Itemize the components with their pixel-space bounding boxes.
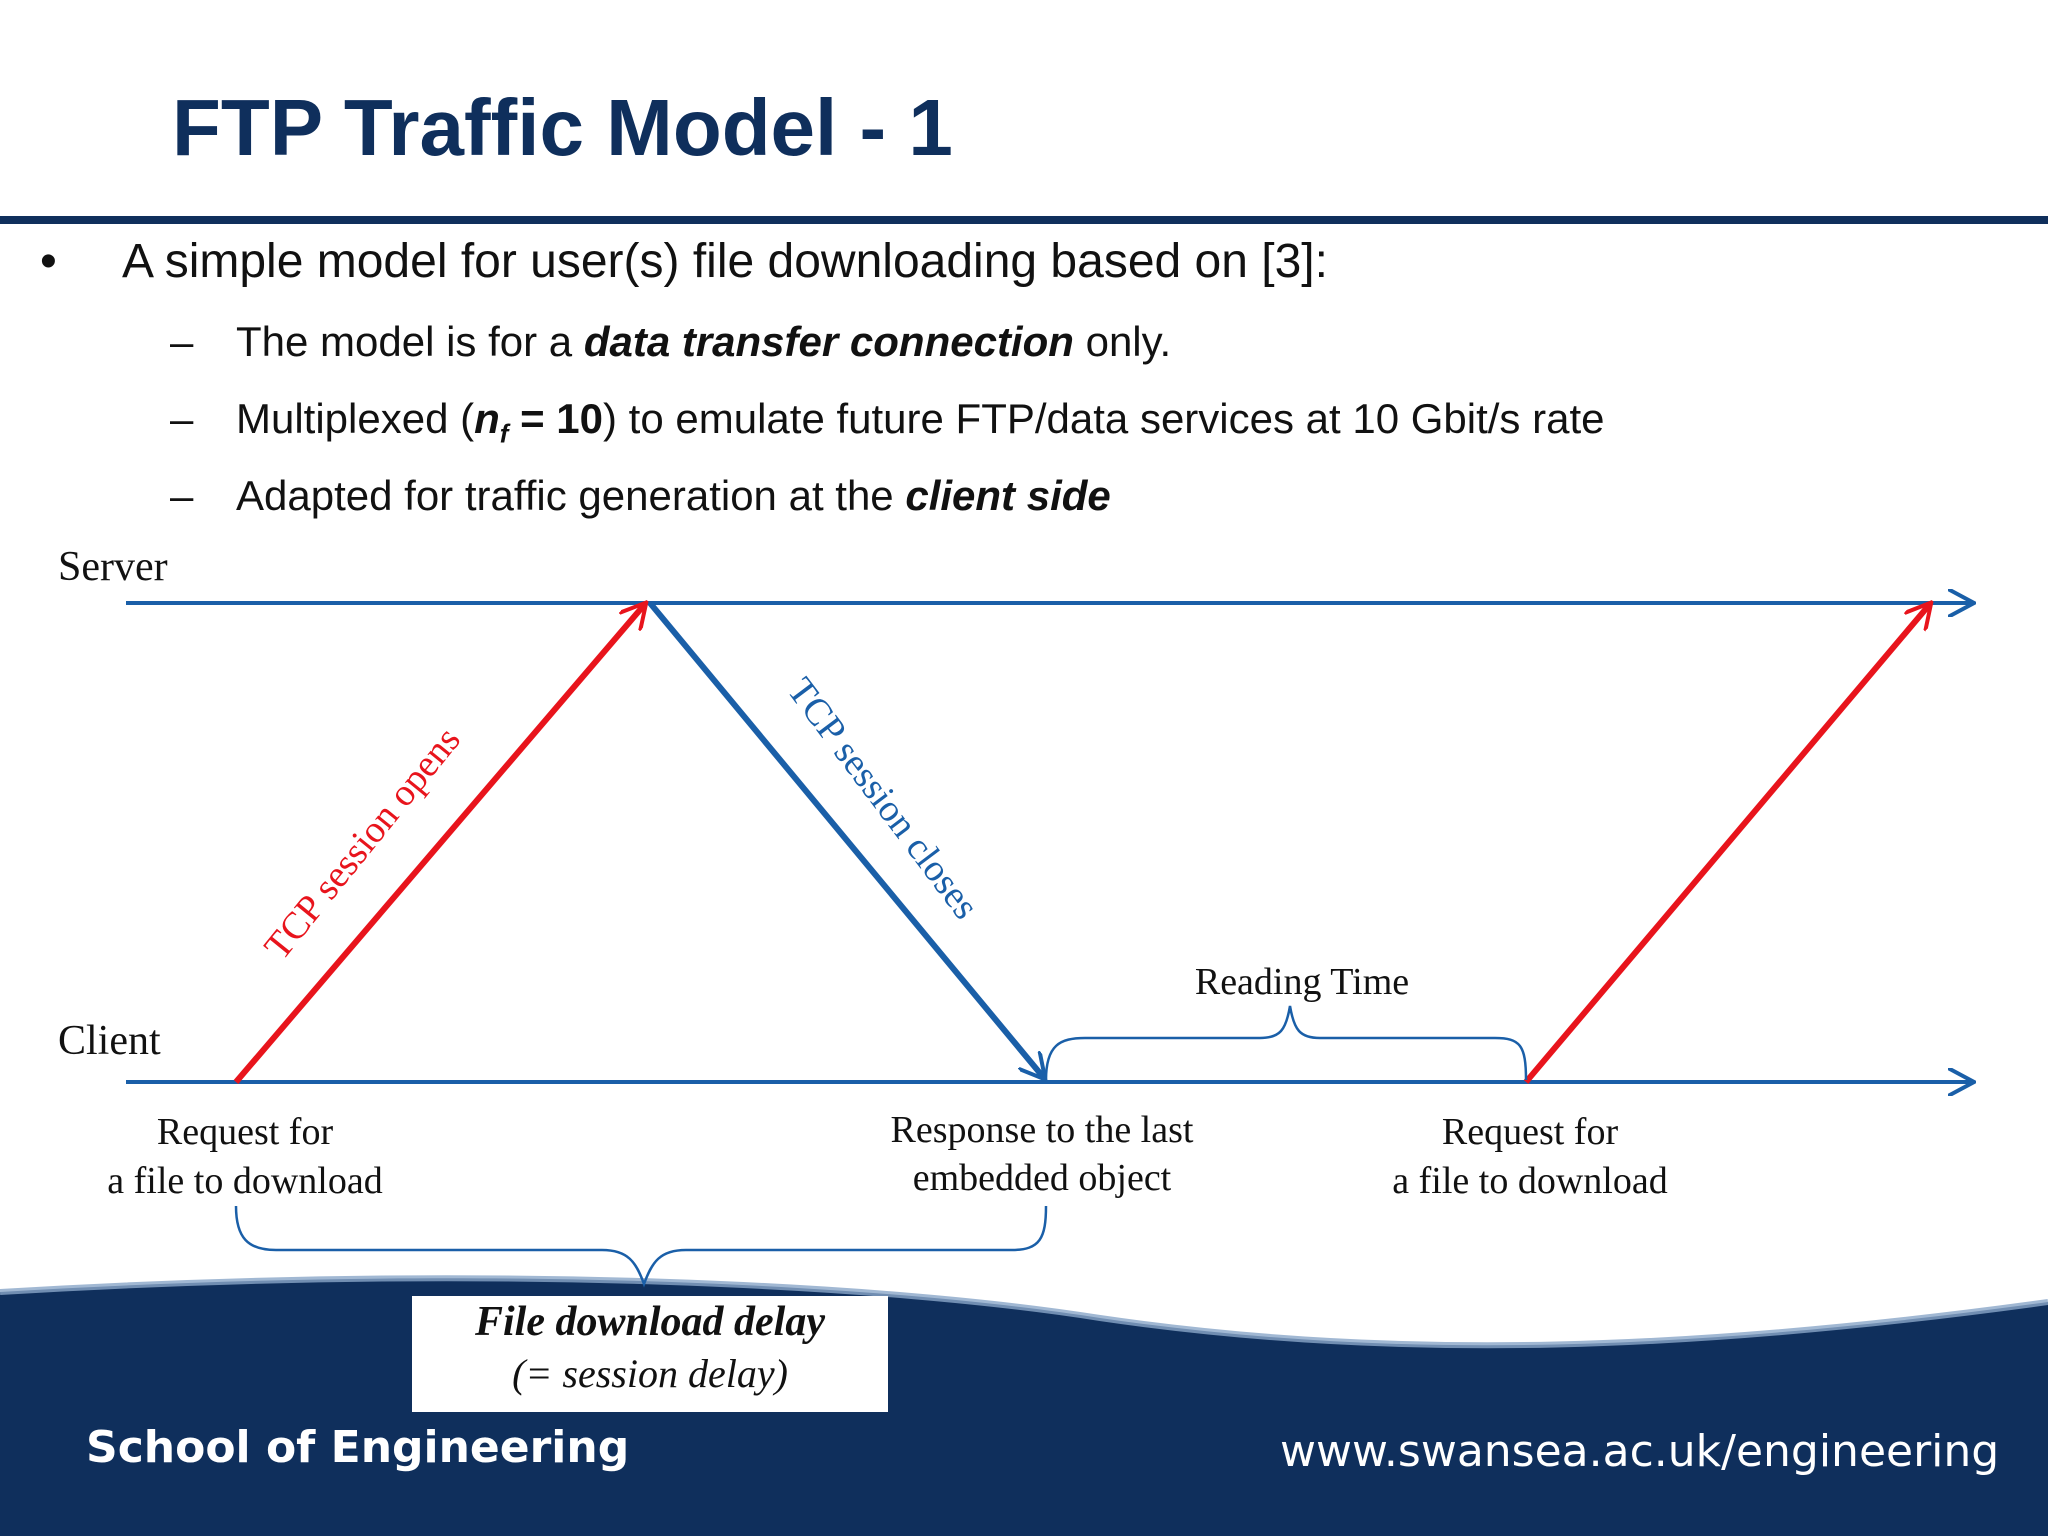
request1-line1: Request for [157, 1111, 334, 1153]
bullet-marker: • [40, 235, 57, 288]
emphasis-data-transfer: data transfer connection [583, 318, 1074, 365]
sub-bullet-3-text: Adapted for traffic generation at the cl… [236, 472, 1111, 519]
session-close-arrow [647, 601, 1044, 1078]
emphasis-client-side: client side [905, 472, 1111, 519]
sub-bullet-marker: – [170, 395, 194, 442]
bullet-main-text: A simple model for user(s) file download… [122, 235, 1328, 288]
response-line2: embedded object [913, 1157, 1172, 1199]
download-delay-brace [234, 1205, 1048, 1288]
request1-line2: a file to download [107, 1160, 382, 1202]
sub-bullet-2-text: Multiplexed (nf = 10) to emulate future … [236, 395, 1605, 449]
download-delay-caption: File download delay (= session delay) [412, 1296, 888, 1412]
sub-bullet-1-text: The model is for a data transfer connect… [236, 318, 1172, 365]
sub-bullet-marker: – [170, 318, 194, 365]
download-delay-note: (= session delay) [512, 1351, 788, 1396]
next-request-arrow [1523, 604, 1930, 1084]
client-label: Client [58, 1018, 161, 1064]
session-open-arrow [233, 604, 645, 1084]
request2-line2: a file to download [1392, 1160, 1667, 1202]
title-divider [0, 216, 2048, 224]
footer-school-name: School of Engineering [86, 1422, 630, 1473]
server-label: Server [58, 544, 168, 590]
reading-time-brace [1044, 1005, 1528, 1081]
footer-band [0, 1278, 2048, 1536]
footer-url: www.swansea.ac.uk/engineering [1280, 1426, 2000, 1477]
download-delay-title: File download delay [475, 1299, 825, 1345]
response-line1: Response to the last [891, 1109, 1194, 1151]
footer-swoosh [0, 1275, 2048, 1349]
sub-bullet-marker: – [170, 472, 194, 519]
slide-title: FTP Traffic Model - 1 [172, 83, 953, 172]
request2-line1: Request for [1442, 1111, 1619, 1153]
reading-time-label: Reading Time [1195, 961, 1409, 1003]
